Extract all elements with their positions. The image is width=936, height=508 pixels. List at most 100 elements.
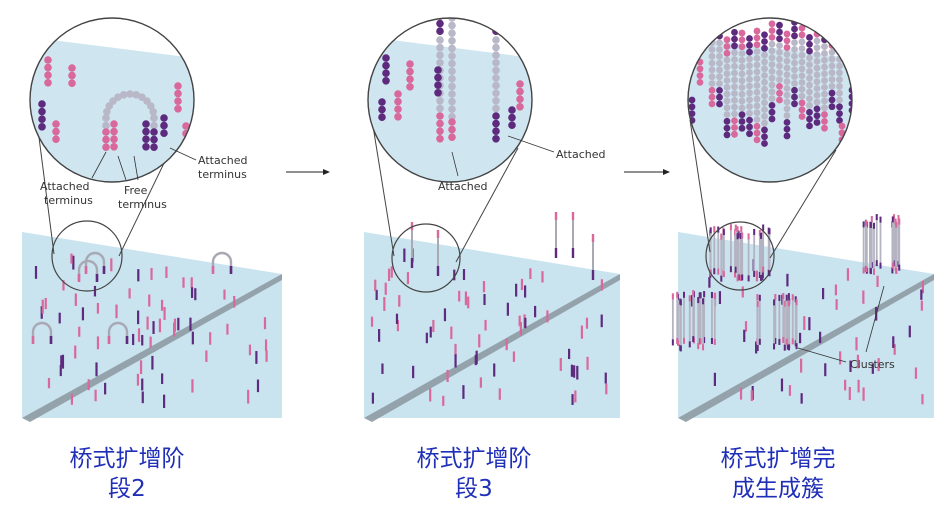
bead [492, 18, 500, 20]
bead [160, 121, 168, 130]
bead [768, 115, 776, 123]
bead [768, 101, 776, 109]
bead [492, 51, 500, 59]
bead [102, 143, 110, 151]
bead [716, 39, 723, 47]
bead [434, 66, 442, 74]
bead [738, 111, 746, 119]
bead [813, 112, 821, 120]
bead [448, 125, 456, 134]
bead [761, 119, 768, 127]
label-clusters: Clusters [850, 358, 895, 371]
bead [746, 35, 753, 42]
zoom-source-circle [391, 223, 461, 293]
bead [821, 29, 828, 37]
bead [753, 34, 761, 42]
bead [110, 120, 118, 128]
bead [836, 42, 843, 49]
bead [821, 117, 828, 125]
bead [746, 48, 753, 56]
bead [821, 43, 828, 50]
bead [813, 64, 821, 72]
bead [378, 98, 386, 106]
bead [723, 70, 731, 78]
bead [806, 102, 813, 109]
bead [746, 41, 753, 49]
bead [813, 51, 821, 58]
bead [448, 18, 456, 22]
bead [776, 21, 783, 29]
bead [492, 66, 500, 75]
bead [723, 83, 731, 91]
bead [753, 75, 761, 83]
bead [716, 73, 723, 81]
bead [821, 104, 828, 112]
bead [731, 103, 738, 111]
bead [38, 123, 46, 131]
bead [753, 109, 761, 117]
bead [783, 30, 791, 38]
bead [731, 56, 738, 63]
bead [828, 62, 836, 70]
bead [746, 89, 753, 97]
bead [716, 93, 723, 101]
bead [448, 67, 456, 75]
bead [828, 82, 836, 90]
bead [821, 111, 828, 118]
caption-line-1: 桥式扩增阶 [416, 446, 532, 472]
bead [716, 46, 723, 53]
bead [791, 46, 798, 53]
bead [436, 19, 444, 28]
bead [723, 97, 731, 105]
zoom-line [769, 149, 837, 259]
bead [716, 100, 723, 108]
bead [394, 113, 402, 121]
bead [448, 37, 456, 45]
bead [708, 46, 716, 53]
bead [753, 136, 761, 144]
bead [434, 89, 442, 97]
bead [806, 88, 813, 96]
bead [114, 93, 122, 102]
bead [708, 25, 716, 33]
bead [492, 81, 500, 90]
bead [753, 116, 761, 123]
bead [723, 63, 731, 71]
bead [142, 143, 150, 151]
bead [746, 103, 753, 110]
bead [798, 45, 806, 52]
bead [813, 57, 821, 65]
bead [436, 112, 444, 120]
bead [174, 82, 182, 90]
bead [768, 88, 776, 96]
bead [52, 135, 60, 143]
bead [738, 29, 746, 37]
bead [783, 91, 791, 99]
bead [768, 40, 776, 48]
bead [394, 97, 402, 106]
bead [110, 127, 118, 136]
bead [160, 114, 168, 122]
bead [38, 100, 46, 108]
label-attached-a: Attached [438, 180, 487, 193]
bead [836, 28, 843, 36]
bead [723, 117, 731, 125]
bead [150, 135, 158, 144]
bead [688, 96, 696, 104]
bead [783, 37, 791, 45]
bead [783, 44, 791, 51]
bead [738, 50, 746, 57]
bead [696, 65, 704, 73]
bead [806, 34, 813, 41]
bead [761, 51, 768, 59]
bead [753, 27, 761, 35]
bead [838, 122, 846, 130]
bead [492, 97, 500, 105]
bead [516, 95, 524, 103]
bead [783, 105, 791, 113]
caption-line-2: 段3 [455, 476, 493, 502]
bead [110, 135, 118, 143]
bead [768, 33, 776, 41]
